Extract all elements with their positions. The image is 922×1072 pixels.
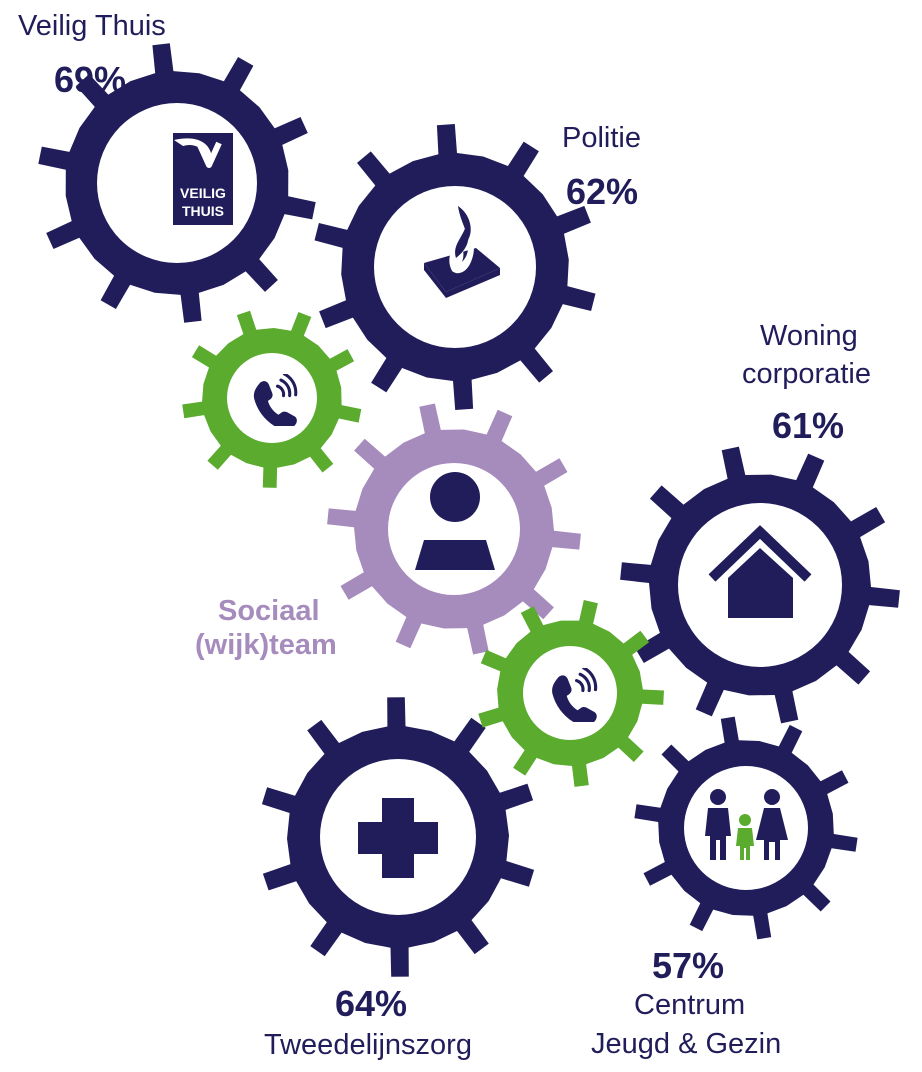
woningcorporatie-percentage: 61% [772, 405, 845, 446]
cjg-percentage: 57% [652, 945, 725, 986]
politie-name: Politie [562, 122, 641, 154]
family-icon [705, 789, 788, 860]
veilig-thuis-percentage: 69% [54, 59, 127, 100]
plus-cross-icon [358, 798, 438, 878]
woningcorporatie-name-line1: Woning [760, 320, 858, 352]
gear-sociaal-team [327, 403, 581, 655]
logo-text-2: THUIS [182, 203, 224, 219]
logo-text-1: VEILIG [180, 185, 226, 201]
tweedelijnszorg-name: Tweedelijnszorg [264, 1029, 472, 1061]
sociaal-team-name-line2: (wijk)team [195, 629, 337, 661]
tweedelijnszorg-percentage: 64% [335, 983, 408, 1024]
gear-connector-2 [478, 600, 664, 787]
police-logo-icon [424, 206, 500, 298]
woningcorporatie-name-line2: corporatie [742, 358, 871, 390]
gear-connector-1 [182, 310, 362, 488]
cjg-name-line2: Jeugd & Gezin [591, 1028, 782, 1060]
politie-percentage: 62% [566, 171, 639, 212]
person-icon [415, 472, 495, 570]
sociaal-team-name-line1: Sociaal [218, 595, 320, 627]
veilig-thuis-logo-icon: VEILIG THUIS [173, 133, 233, 225]
veilig-thuis-name: Veilig Thuis [18, 10, 166, 42]
house-icon [708, 525, 812, 618]
cjg-name-line1: Centrum [634, 989, 746, 1021]
